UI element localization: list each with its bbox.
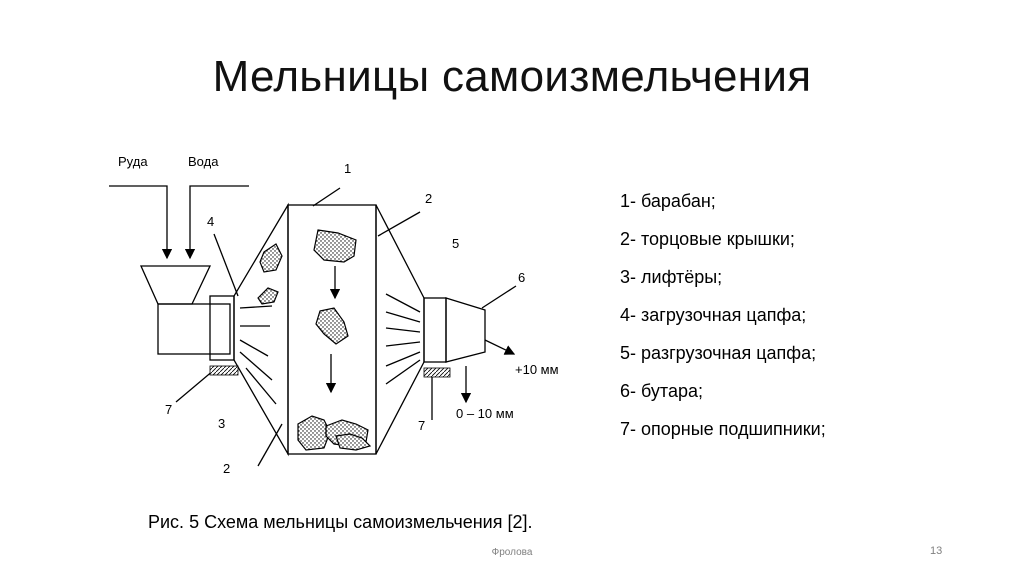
trommel	[445, 297, 486, 363]
page-number: 13	[930, 545, 943, 557]
ore-lump	[257, 287, 279, 305]
legend-item: 7- опорные подшипники;	[620, 419, 826, 439]
bearing-right	[423, 367, 451, 378]
leader-2-top	[377, 211, 421, 237]
leader-6	[481, 285, 517, 309]
legend-item: 4- загрузочная цапфа;	[620, 305, 807, 325]
leader-7-left	[175, 369, 215, 403]
callout-3: 3	[218, 416, 225, 431]
legend-list: 1- барабан; 2- торцовые крышки; 3- лифтё…	[620, 186, 826, 452]
lifters-left	[239, 305, 277, 405]
callout-5: 5	[452, 236, 459, 251]
leader-2-bottom	[257, 423, 283, 467]
feed-box	[157, 303, 231, 355]
oversize-label: +10 мм	[515, 362, 559, 377]
slide-footer: Фролова	[491, 547, 533, 558]
callout-2-bottom: 2	[223, 461, 230, 476]
figure-caption: Рис. 5 Схема мельницы самоизмельчения [2…	[148, 512, 533, 532]
legend-item: 6- бутара;	[620, 381, 703, 401]
leader-1	[312, 187, 341, 207]
oversize-outlet	[484, 339, 516, 355]
ore-lump	[315, 307, 349, 345]
callout-2-top: 2	[425, 191, 432, 206]
water-feed-line	[184, 185, 249, 260]
leader-4	[213, 233, 239, 297]
water-label: Вода	[188, 154, 219, 169]
ore-feed-line	[109, 185, 173, 260]
ore-label: Руда	[118, 154, 148, 169]
legend-item: 3- лифтёры;	[620, 267, 723, 287]
undersize-label: 0 – 10 мм	[456, 406, 514, 421]
callout-4: 4	[207, 214, 214, 229]
discharge-trunnion	[423, 297, 447, 363]
legend-item: 2- торцовые крышки;	[620, 229, 795, 249]
bearing-left	[209, 365, 239, 376]
ore-lump	[259, 243, 283, 273]
ore-lump	[297, 415, 331, 451]
legend-item: 1- барабан;	[620, 191, 716, 211]
callout-1: 1	[344, 161, 351, 176]
feed-hopper	[139, 265, 212, 305]
callout-6: 6	[518, 270, 525, 285]
callout-7-left: 7	[165, 402, 172, 417]
ore-lump	[335, 433, 372, 451]
ore-lump	[313, 229, 357, 263]
slide-title: Мельницы самоизмельчения	[212, 52, 812, 101]
callout-7-right: 7	[418, 418, 425, 433]
legend-item: 5- разгрузочная цапфа;	[620, 343, 817, 363]
lifters-right	[385, 293, 421, 385]
end-cover-left	[233, 202, 289, 457]
